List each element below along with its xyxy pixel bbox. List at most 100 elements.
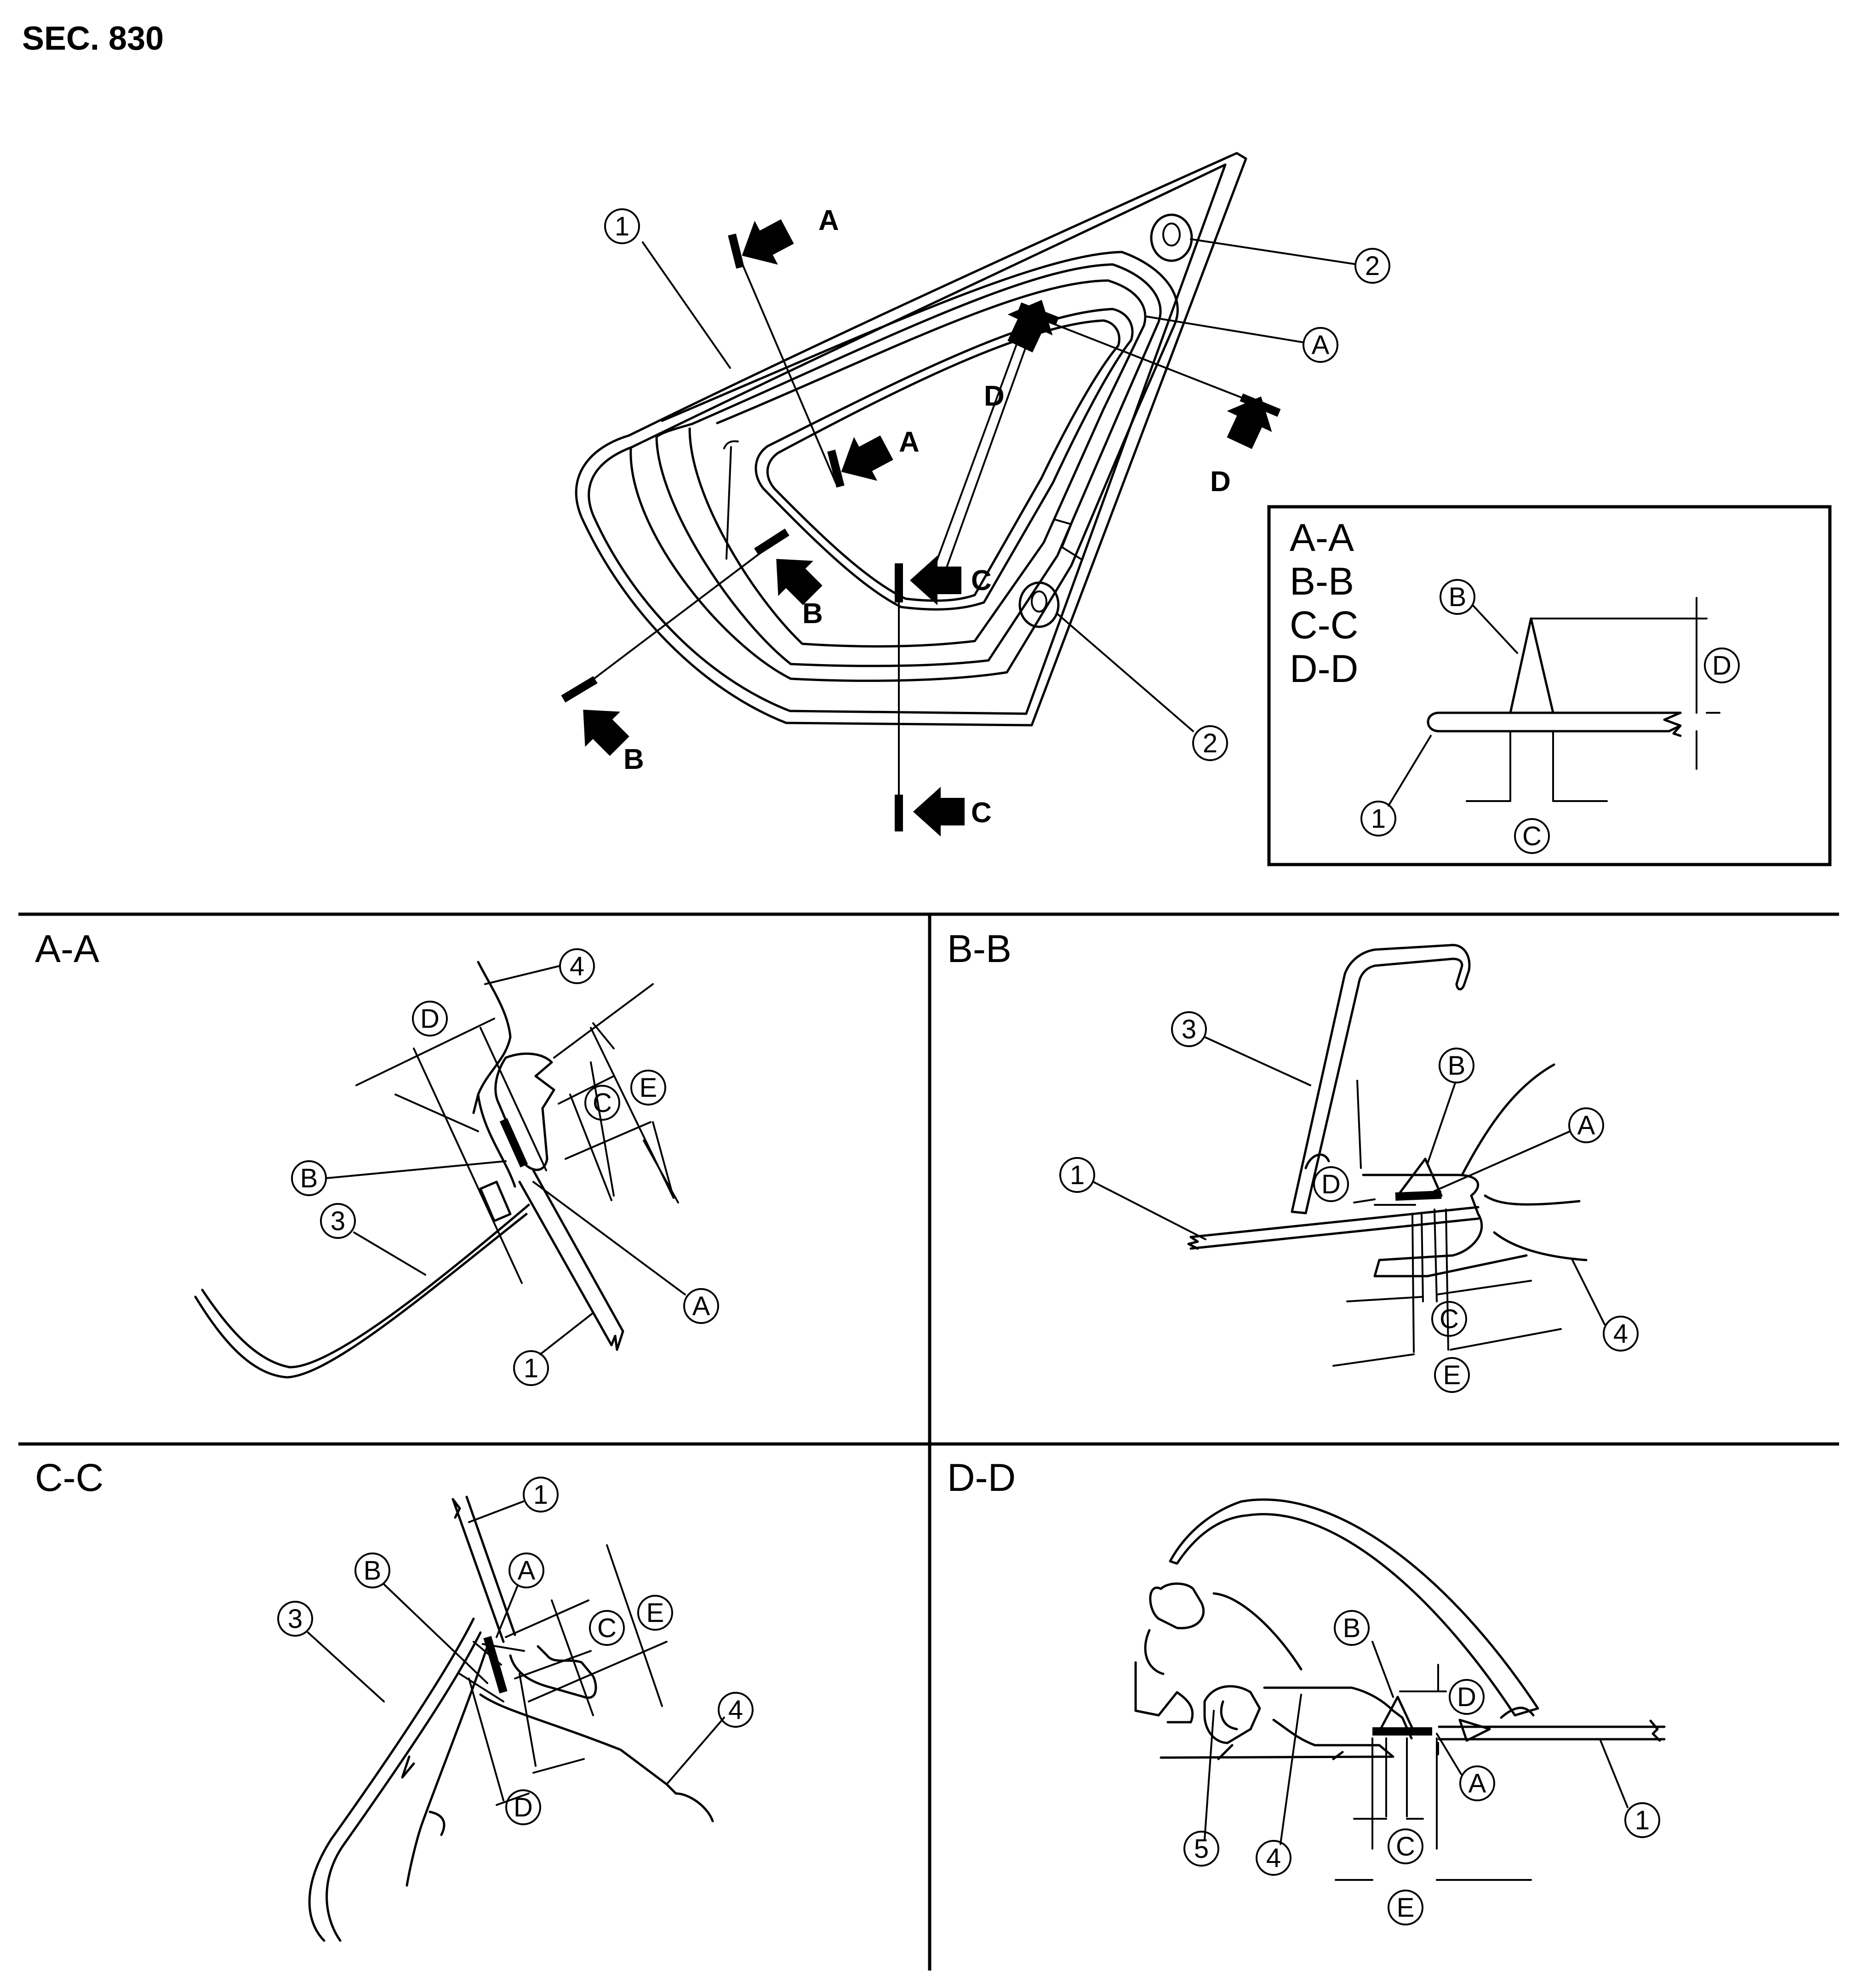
callout-a-cc: A	[496, 1553, 544, 1638]
callout-4-aa: 4	[484, 948, 595, 985]
adhesive-bead-bb	[1396, 1157, 1443, 1197]
section-aa-title: A-A	[35, 927, 99, 970]
glass-cc	[451, 1495, 516, 1643]
callout-d-aa: D	[412, 1001, 448, 1037]
svg-text:A: A	[1577, 1111, 1595, 1140]
callout-b-bb: B	[1427, 1048, 1474, 1164]
legend-callout-c: C	[1514, 818, 1550, 854]
callout-3-cc: 3	[277, 1601, 385, 1702]
svg-text:C: C	[593, 1088, 612, 1118]
svg-text:C: C	[1440, 1304, 1459, 1334]
svg-text:D: D	[514, 1793, 533, 1822]
callout-e-aa: E	[630, 1070, 666, 1106]
legend-title-cc: C-C	[1290, 603, 1358, 647]
section-cut-d: D D	[932, 289, 1284, 573]
section-cut-b: B B	[561, 528, 830, 775]
weatherstrip-dd	[1134, 1582, 1303, 1724]
svg-text:1: 1	[533, 1480, 548, 1510]
section-cc-title: C-C	[35, 1456, 103, 1499]
marker-b: B	[623, 744, 644, 775]
section-code: SEC. 830	[22, 20, 164, 57]
svg-text:B: B	[1343, 1613, 1361, 1643]
marker-d-2: D	[1210, 466, 1231, 498]
callout-5-dd: 5	[1183, 1710, 1219, 1867]
callout-1-aa: 1	[513, 1312, 594, 1386]
marker-c-1: C	[971, 565, 992, 596]
svg-text:D: D	[1321, 1169, 1341, 1199]
svg-text:B: B	[300, 1163, 318, 1193]
stud-lower-inner	[1031, 590, 1047, 613]
callout-3-bb: 3	[1171, 1011, 1311, 1086]
section-dd-panel: D-D B D A	[947, 1456, 1666, 1925]
callout-e-cc: E	[637, 1595, 673, 1631]
glass-outline	[575, 152, 1247, 727]
svg-text:2: 2	[1203, 728, 1217, 758]
adhesive-bb	[1395, 1191, 1442, 1201]
svg-text:3: 3	[1182, 1014, 1196, 1044]
callout-4-cc: 4	[666, 1692, 754, 1785]
inner-panel-dd	[1263, 1686, 1413, 1740]
legend-box: A-A B-B C-C D-D B D 1 C	[1267, 505, 1832, 866]
svg-text:4: 4	[570, 951, 584, 981]
legend-callout-1: 1	[1360, 735, 1432, 836]
glass-edge-legend	[1427, 711, 1682, 737]
svg-text:C: C	[1522, 821, 1542, 851]
trim-cc	[406, 1645, 489, 1887]
legend-title-aa: A-A	[1290, 516, 1354, 559]
callout-3-aa: 3	[320, 1203, 426, 1276]
section-cc-panel: C-C 1 B A	[35, 1456, 754, 1942]
section-dd-title: D-D	[947, 1456, 1016, 1499]
callout-1-overview: 1	[604, 208, 731, 369]
clip-dd	[1203, 1685, 1261, 1744]
svg-text:1: 1	[1635, 1805, 1650, 1835]
legend-title-dd: D-D	[1290, 647, 1358, 690]
roof-moulding-dd	[1169, 1498, 1539, 1717]
body-panel-aa	[194, 1203, 530, 1379]
opening-outline	[754, 308, 1134, 611]
callout-e-dd: E	[1388, 1890, 1423, 1925]
callout-4-dd: 4	[1256, 1694, 1302, 1876]
callout-b-dd: B	[1334, 1610, 1394, 1698]
callout-1-cc: 1	[468, 1477, 559, 1523]
callout-a-aa: A	[532, 1181, 719, 1324]
moulding-bb	[1291, 944, 1471, 1215]
glass-inner-outline	[588, 163, 1227, 715]
svg-text:A: A	[1468, 1769, 1486, 1799]
svg-text:D: D	[420, 1004, 440, 1034]
svg-text:E: E	[1397, 1893, 1415, 1923]
callout-2-upper: 2	[1190, 238, 1390, 284]
svg-text:D: D	[1457, 1682, 1476, 1712]
callout-c-bb: C	[1431, 1301, 1467, 1337]
svg-text:A: A	[692, 1291, 710, 1321]
glass-bb	[1187, 1206, 1480, 1250]
glass-aa	[518, 1169, 624, 1351]
section-aa-panel: A-A 4 D C E	[35, 927, 719, 1386]
svg-text:A: A	[1312, 330, 1330, 360]
overview-view: A A B B C C D	[561, 152, 1390, 836]
callout-d-bb: D	[1313, 1166, 1349, 1202]
stud-upper	[1150, 213, 1193, 262]
dam-step-line	[1054, 519, 1081, 560]
seal-dd	[1458, 1707, 1535, 1742]
svg-text:B: B	[1448, 1051, 1466, 1081]
svg-text:B: B	[1449, 582, 1467, 612]
svg-text:2: 2	[1365, 251, 1380, 281]
panel-grid	[18, 912, 1839, 1971]
callout-b-cc: B	[354, 1553, 488, 1684]
svg-text:3: 3	[288, 1604, 303, 1634]
callout-4-bb: 4	[1571, 1259, 1639, 1352]
body-flange-cc	[479, 1693, 714, 1822]
svg-text:D: D	[1712, 651, 1731, 681]
svg-text:E: E	[640, 1073, 657, 1103]
legend-callout-d: D	[1704, 647, 1740, 683]
glass-dd	[1438, 1719, 1666, 1742]
trim-bb	[1461, 1063, 1588, 1261]
trim-aa	[472, 961, 516, 1188]
adhesive-bead	[1509, 617, 1554, 714]
callout-d-dd: D	[1449, 1679, 1485, 1715]
callout-1-bb: 1	[1059, 1157, 1206, 1240]
opening-inner-outline	[766, 319, 1120, 602]
clip-aa	[479, 1180, 512, 1222]
body-flange-bb	[1362, 1174, 1528, 1278]
